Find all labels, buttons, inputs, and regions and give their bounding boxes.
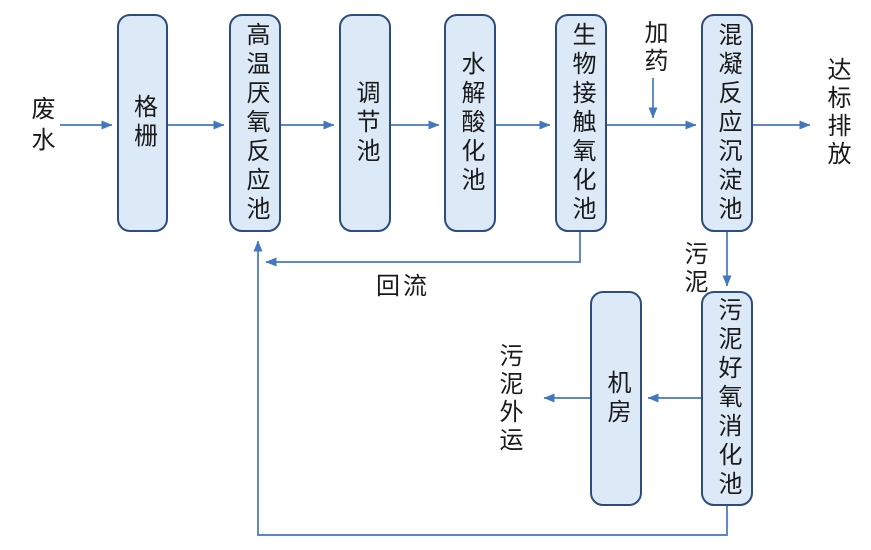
label-dosing: 加药 [634, 20, 672, 76]
node-coagulation-tank-label: 混凝反应沉淀池 [714, 21, 741, 225]
node-bio-contact-tank-label: 生物接触氧化池 [568, 21, 595, 225]
node-regulating-tank-label: 调节池 [352, 79, 379, 167]
label-influent: 废水 [20, 96, 60, 158]
node-hydrolysis-tank-label: 水解酸化池 [457, 50, 484, 196]
node-grid-screen-label: 格栅 [129, 94, 157, 152]
node-sludge-digestion-tank-label: 污泥好氧消化池 [714, 297, 741, 500]
label-dosing-text: 加药 [640, 20, 667, 76]
label-sludge-text: 污泥 [680, 241, 707, 297]
node-anaerobic-reactor: 高温厌氧反应池 [229, 14, 281, 232]
node-grid-screen: 格栅 [117, 14, 168, 232]
node-machine-room: 机房 [590, 291, 642, 506]
label-sludge-out-text: 污泥外运 [495, 343, 522, 455]
node-coagulation-tank: 混凝反应沉淀池 [701, 14, 753, 232]
label-discharge-text: 达标排放 [823, 57, 850, 169]
node-hydrolysis-tank: 水解酸化池 [444, 14, 496, 232]
node-sludge-digestion-tank: 污泥好氧消化池 [701, 291, 753, 506]
node-anaerobic-reactor-label: 高温厌氧反应池 [242, 21, 269, 225]
label-influent-text: 废水 [27, 96, 54, 158]
label-discharge: 达标排放 [817, 56, 855, 170]
label-sludge-out: 污泥外运 [489, 340, 527, 458]
edge-bottom-return-to-anaerobic [253, 240, 728, 536]
label-reflux: 回流 [376, 273, 430, 300]
edge-reflux-return [265, 232, 581, 267]
node-bio-contact-tank: 生物接触氧化池 [555, 14, 607, 232]
node-regulating-tank: 调节池 [339, 14, 391, 232]
node-machine-room-label: 机房 [603, 369, 630, 428]
label-sludge: 污泥 [674, 240, 712, 298]
